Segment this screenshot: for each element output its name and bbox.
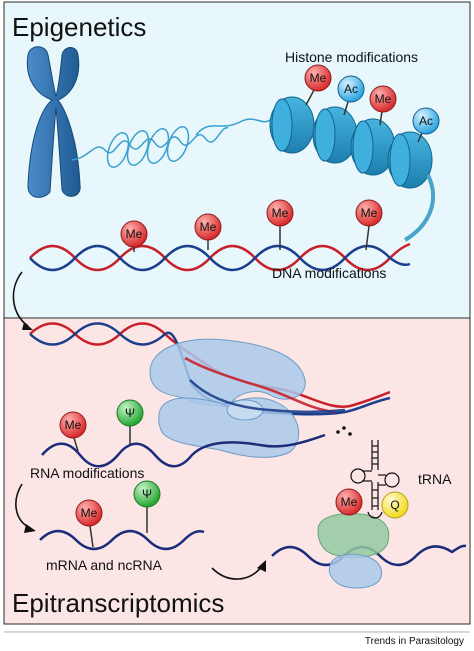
nucleosome bbox=[387, 131, 433, 189]
nucleosome bbox=[312, 106, 358, 164]
svg-text:Ac: Ac bbox=[419, 114, 433, 128]
svg-text:Ac: Ac bbox=[344, 82, 358, 96]
mrna-me-mark: Me bbox=[75, 499, 103, 548]
svg-text:Ψ: Ψ bbox=[125, 406, 135, 420]
dna-double-helix bbox=[29, 242, 411, 272]
svg-text:Me: Me bbox=[375, 92, 392, 106]
mrna-ncrna-label: mRNA and ncRNA bbox=[46, 557, 163, 573]
arrow-head bbox=[24, 524, 36, 533]
rna-me-mark: Me bbox=[59, 411, 87, 452]
svg-text:Me: Me bbox=[272, 206, 289, 220]
dna-me-mark: Me bbox=[266, 199, 294, 250]
dna-modifications-label: DNA modifications bbox=[272, 265, 386, 281]
rna-modifications-label: RNA modifications bbox=[30, 465, 144, 481]
svg-text:Me: Me bbox=[126, 227, 143, 241]
dna-me-mark: Me bbox=[194, 213, 222, 250]
nucleosome bbox=[350, 118, 396, 176]
svg-text:Me: Me bbox=[361, 206, 378, 220]
histone-modifications-label: Histone modifications bbox=[285, 49, 418, 65]
nucleosome-array bbox=[269, 96, 436, 242]
trna-icon bbox=[350, 440, 400, 519]
chromosome-icon bbox=[26, 46, 81, 198]
journal-footer: Trends in Parasitology bbox=[365, 636, 464, 647]
svg-text:Me: Me bbox=[65, 418, 82, 432]
nucleotide-dot bbox=[348, 432, 352, 436]
trna-me-mark: Me bbox=[335, 488, 363, 516]
nucleotide-dot bbox=[342, 426, 346, 430]
histone-ac-mark: Ac bbox=[412, 107, 440, 143]
svg-text:Me: Me bbox=[81, 506, 98, 520]
arrow-head bbox=[257, 560, 266, 572]
histone-me-mark: Me bbox=[369, 85, 397, 126]
rna-strand bbox=[41, 433, 326, 468]
dna-me-mark: Me bbox=[355, 199, 383, 251]
trna-label: tRNA bbox=[418, 471, 452, 487]
linker-dna bbox=[403, 174, 436, 242]
histone-me-mark: Me bbox=[304, 64, 332, 106]
translation-arrow bbox=[211, 565, 263, 580]
mrna-psi-mark: Ψ bbox=[133, 480, 161, 533]
histone-ac-mark: Ac bbox=[337, 75, 365, 116]
nucleotide-dot bbox=[336, 430, 340, 434]
dna-me-mark: Me bbox=[120, 220, 148, 252]
svg-text:Q: Q bbox=[390, 498, 399, 512]
svg-text:Me: Me bbox=[310, 71, 327, 85]
svg-text:Me: Me bbox=[341, 495, 358, 509]
svg-text:Me: Me bbox=[200, 220, 217, 234]
journal-name: Trends in Parasitology bbox=[364, 636, 464, 647]
nucleosome bbox=[269, 96, 315, 154]
svg-text:Ψ: Ψ bbox=[142, 487, 152, 501]
dna-strands-over-ribosome bbox=[184, 356, 346, 414]
epigenetics-title: Epigenetics bbox=[12, 12, 146, 42]
translated-mrna bbox=[271, 544, 467, 567]
arrow-head bbox=[22, 322, 33, 330]
epitranscriptomics-title: Epitranscriptomics bbox=[12, 588, 224, 618]
chromatin-fiber bbox=[71, 118, 271, 168]
mrna-strand bbox=[39, 529, 205, 551]
rna-psi-mark: Ψ bbox=[116, 399, 144, 445]
trna-q-mark: Q bbox=[381, 491, 409, 519]
translating-ribosome bbox=[317, 513, 390, 589]
